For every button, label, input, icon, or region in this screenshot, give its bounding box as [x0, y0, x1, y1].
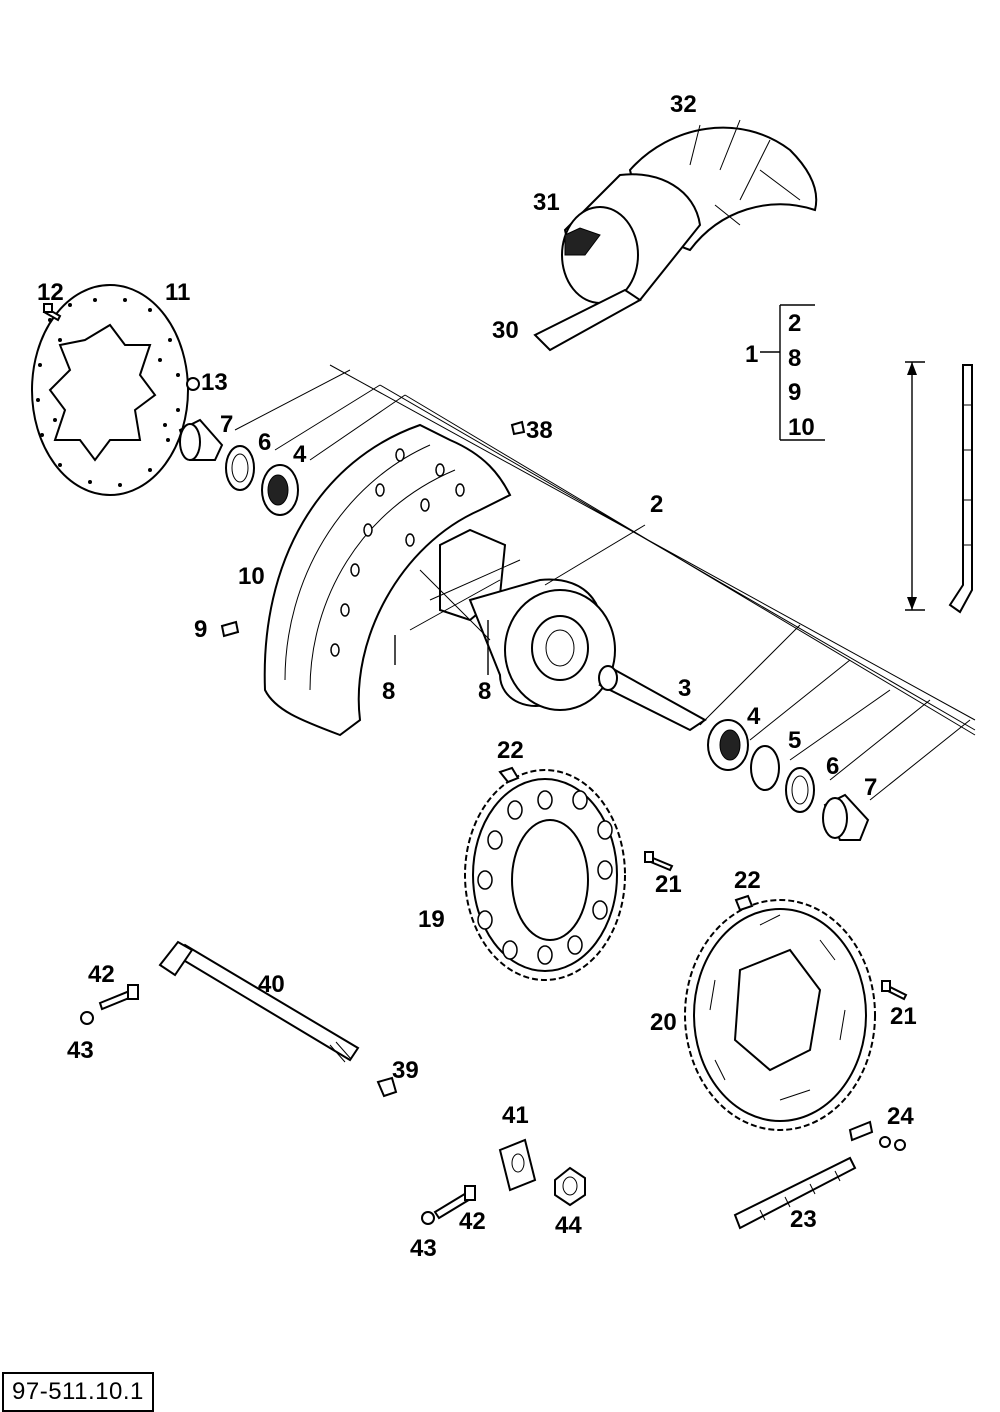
nut-part-43b: [421, 1211, 435, 1225]
bolt-part-42b: [433, 1185, 476, 1220]
label-41: 41: [502, 1102, 529, 1129]
nut-part-43a: [80, 1011, 94, 1025]
label-8-a: 8: [382, 678, 395, 705]
label-31: 31: [533, 189, 560, 216]
label-12: 12: [37, 279, 64, 306]
spoke-part-8: [394, 620, 489, 675]
nut-part-22b: [734, 894, 754, 912]
label-4-left: 4: [293, 441, 307, 468]
bearing-right-part-4: [707, 719, 749, 771]
spoke-dimension: [905, 361, 973, 614]
nut-part-13: [186, 377, 200, 391]
sprocket-part-19: [464, 769, 626, 981]
kit-item-2: 2: [788, 310, 801, 337]
label-40: 40: [258, 971, 285, 998]
label-39: 39: [392, 1057, 419, 1084]
label-21-a: 21: [655, 871, 682, 898]
kit-bracket: [760, 304, 825, 441]
label-10: 10: [238, 563, 265, 590]
label-21-b: 21: [890, 1003, 917, 1030]
sprocket-part-20: [684, 899, 876, 1131]
label-7-left: 7: [220, 411, 233, 438]
kit-item-8: 8: [788, 345, 801, 372]
label-9: 9: [194, 616, 207, 643]
kit-item-10: 10: [788, 414, 815, 441]
leader-2: [544, 524, 646, 586]
leader-lines-lower: [699, 624, 971, 801]
label-6-left: 6: [258, 429, 271, 456]
spacer-left-part-7: [178, 418, 224, 461]
chain-adjuster-part-41: [498, 1138, 537, 1192]
label-7-right: 7: [864, 774, 877, 801]
label-2: 2: [650, 491, 663, 518]
label-5: 5: [788, 727, 801, 754]
label-30: 30: [492, 317, 519, 344]
screw-part-12: [42, 303, 62, 322]
label-43-b: 43: [410, 1235, 437, 1262]
label-6-right: 6: [826, 753, 839, 780]
seal-left-part-6: [225, 445, 255, 491]
label-32: 32: [670, 91, 697, 118]
label-22-a: 22: [497, 737, 524, 764]
master-link-part-24: [848, 1120, 906, 1151]
bolt-part-21b: [881, 980, 908, 1001]
nut-part-22a: [498, 766, 520, 784]
label-24: 24: [887, 1103, 914, 1130]
label-13: 13: [201, 369, 228, 396]
label-11: 11: [165, 279, 190, 306]
spacer-right-part-7: [822, 793, 870, 841]
cap-part-39: [376, 1076, 398, 1098]
rim-part-10: [263, 423, 512, 737]
seal-right-part-6: [785, 767, 815, 813]
label-3: 3: [678, 675, 691, 702]
kit-label-1: 1: [745, 341, 758, 368]
label-23: 23: [790, 1206, 817, 1233]
label-44: 44: [555, 1212, 582, 1239]
label-22-b: 22: [734, 867, 761, 894]
document-code: 97-511.10.1: [2, 1372, 154, 1412]
nut-part-44: [554, 1166, 586, 1207]
chain-part-23: [733, 1156, 857, 1230]
leader-lines-upper: [234, 364, 976, 736]
bearing-left-part-4: [261, 464, 299, 516]
label-8-b: 8: [478, 678, 491, 705]
label-42-b: 42: [459, 1208, 486, 1235]
label-38: 38: [526, 417, 553, 444]
circlip-part-5: [750, 745, 780, 791]
nipple-part-38: [510, 420, 526, 436]
kit-item-9: 9: [788, 379, 801, 406]
brake-disc-part-11: [31, 284, 189, 496]
tube-part-31: [561, 173, 702, 304]
hub-part-2: [409, 528, 616, 711]
label-19: 19: [418, 906, 445, 933]
bolt-part-21a: [644, 851, 674, 872]
rim-band-part-30: [533, 288, 642, 352]
label-4-right: 4: [747, 703, 761, 730]
axle-part-40: [158, 940, 360, 1063]
spoke-nipple-part-9: [220, 620, 240, 638]
label-43-a: 43: [67, 1037, 94, 1064]
label-20: 20: [650, 1009, 677, 1036]
bolt-part-42a: [98, 984, 139, 1011]
label-42-a: 42: [88, 961, 115, 988]
